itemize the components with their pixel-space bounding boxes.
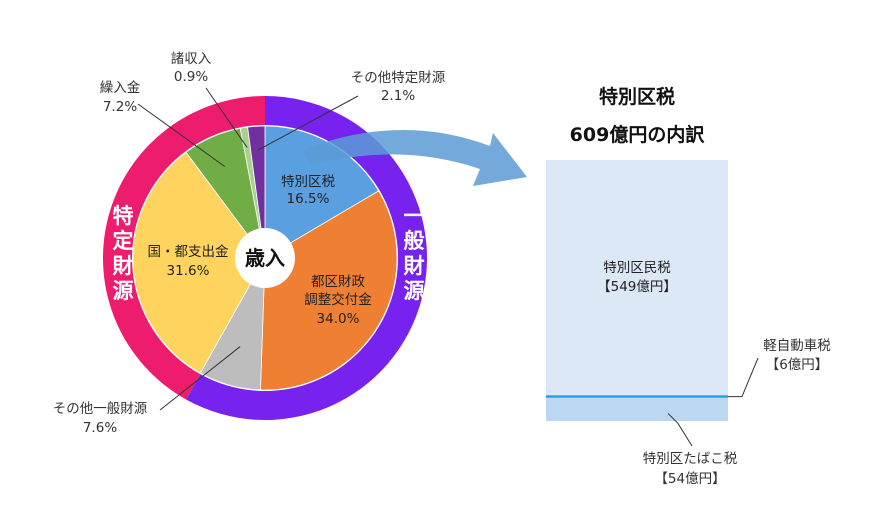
leader-shoshunyu (205, 87, 248, 148)
bar-segment-2 (546, 397, 728, 421)
bar-segment-1 (546, 395, 728, 398)
label-tokuzai-line2: 調整交付金 (304, 291, 372, 308)
ring-label-ippan-3: 財 (404, 254, 425, 278)
ring-segment-tokutei (103, 96, 266, 400)
value-kuminzei: 【549億円】 (597, 279, 677, 295)
leader-tabakozei (667, 413, 693, 447)
label-keijidosha: 軽自動車税 (763, 338, 831, 354)
leader-sonota-ippan (159, 346, 241, 411)
pct-tokuzai: 34.0% (317, 311, 360, 327)
pct-sonota-ippan: 7.6% (83, 420, 117, 436)
ring-label-tokutei-4: 源 (113, 279, 134, 303)
breakdown-bar (546, 160, 759, 447)
center-label: 歳入 (245, 246, 285, 270)
label-shoshunyu: 諸収入 (171, 51, 212, 67)
pct-shoshunyu: 0.9% (174, 69, 208, 85)
ring-segment-ippan (186, 96, 427, 420)
pie-slice-6 (247, 125, 266, 259)
leader-lines (137, 87, 359, 411)
center-hole (235, 228, 295, 288)
label-tokubetsukuzei: 特別区税 (281, 174, 335, 190)
pie-slice-3 (132, 151, 266, 374)
ring-label-tokutei-2: 定 (113, 229, 134, 253)
label-tokuzai-line1: 都区財政 (311, 274, 365, 290)
breakdown-arrow (302, 129, 527, 186)
ring-label-ippan-2: 般 (404, 229, 425, 253)
label-sonota-ippan: その他一般財源 (53, 401, 148, 417)
pct-kurikomi: 7.2% (103, 99, 137, 115)
value-tabakozei: 【54億円】 (654, 471, 725, 487)
breakdown-title-line2: 609億円の内訳 (570, 123, 706, 146)
label-kurikomi: 繰入金 (100, 80, 141, 96)
leader-keijidosha (728, 357, 759, 398)
label-tabakozei: 特別区たばこ税 (643, 451, 738, 467)
leader-kurikomi (137, 103, 225, 167)
value-keijidosha: 【6億円】 (766, 357, 829, 373)
label-kuminzei: 特別区民税 (603, 260, 671, 276)
ring-label-tokutei-1: 特 (113, 204, 134, 228)
leader-sonota-tokutei (257, 95, 359, 151)
ring-label-tokutei-3: 財 (113, 254, 134, 278)
label-kokuto: 国・都支出金 (148, 244, 229, 260)
pct-kokuto: 31.6% (167, 263, 210, 279)
revenue-donut (103, 96, 427, 420)
ring-label-ippan-1: 一 (404, 204, 425, 228)
pie-slice-1 (260, 190, 398, 391)
breakdown-title-line1: 特別区税 (599, 85, 675, 108)
bar-segment-0 (546, 160, 728, 396)
label-sonota-tokutei: その他特定財源 (351, 70, 446, 86)
pct-sonota-tokutei: 2.1% (381, 88, 415, 104)
ring-label-ippan-4: 源 (404, 279, 425, 303)
pct-tokubetsukuzei: 16.5% (287, 191, 330, 207)
